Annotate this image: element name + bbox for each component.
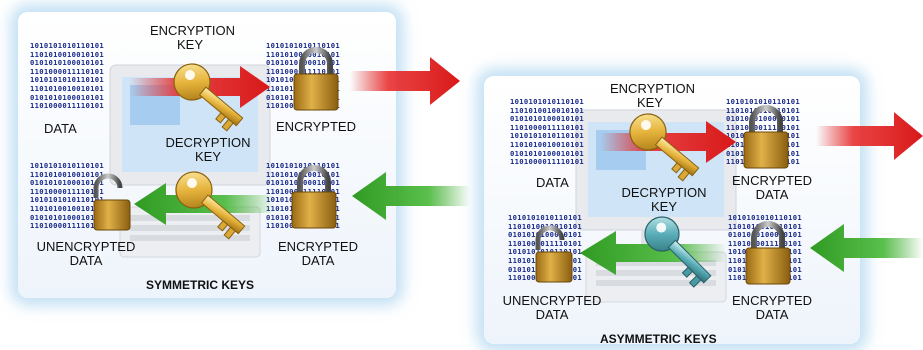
symmetric-keys-title: SYMMETRIC KEYS [146,278,255,292]
padlock-locked-icon [743,105,789,169]
padlock-locked-icon [291,165,337,229]
decryption-key-icon [644,216,712,288]
decryption-key-icon [175,171,246,240]
encryption-key-icon [629,113,700,182]
asymmetric-keys-title: ASYMMETRIC KEYS [600,332,717,346]
encrypt-arrow-outgoing [350,57,460,105]
decrypt-arrow-incoming [352,172,470,220]
data-label: DATA [536,175,569,190]
decrypt-arrow [580,231,726,275]
encrypted-data-label: ENCRYPTED [276,119,356,134]
data-label: DATA [44,121,77,136]
padlock-locked-icon [745,221,791,285]
encryption-key-icon [173,63,244,132]
binary-data-block: 1010101010110101 1101010010010101 010101… [30,41,105,111]
encrypt-arrow-outgoing [816,112,923,160]
padlock-unlocked-icon [93,173,131,231]
padlock-locked-icon [293,47,339,111]
decrypt-arrow-incoming [810,224,923,272]
binary-data-block: 1010101010110101 1101010010010101 010101… [510,97,585,167]
binary-data-block: 1010101010110101 1101010010010101 010101… [30,161,105,231]
padlock-unlocked-icon [535,225,573,283]
